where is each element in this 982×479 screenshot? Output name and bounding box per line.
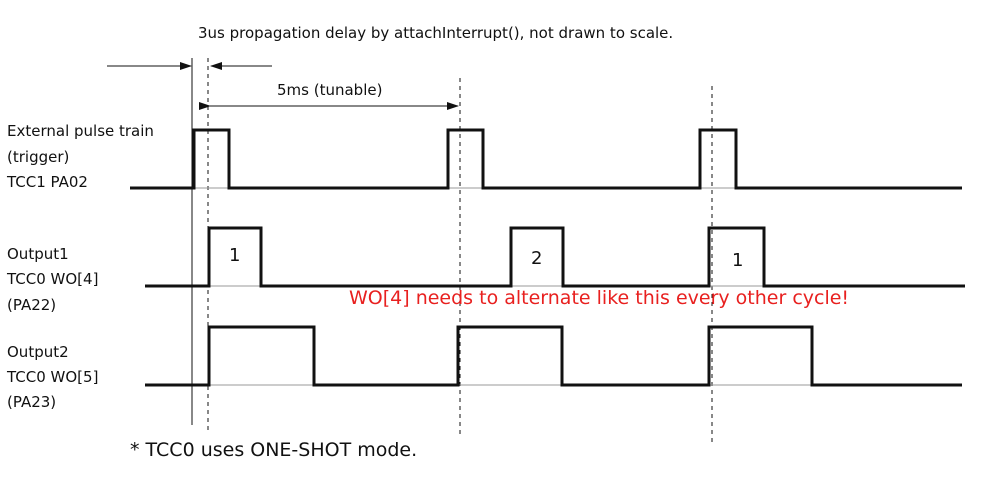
output2-label-line-1: Output2 bbox=[7, 343, 69, 361]
output2-label-line-2: TCC0 WO[5] bbox=[7, 368, 99, 386]
trigger-label-line-3: TCC1 PA02 bbox=[7, 173, 88, 191]
one-shot-footnote: * TCC0 uses ONE-SHOT mode. bbox=[130, 439, 418, 461]
interval-label: 5ms (tunable) bbox=[277, 81, 383, 99]
output1-waveform bbox=[145, 226, 965, 288]
output2-waveform bbox=[145, 325, 962, 387]
output2-label-line-3: (PA23) bbox=[7, 393, 57, 411]
output1-pulse-number: 2 bbox=[531, 248, 543, 269]
propagation-delay-note: 3us propagation delay by attachInterrupt… bbox=[198, 24, 674, 42]
output1-pulse-number: 1 bbox=[229, 245, 241, 266]
trigger-label-line-1: External pulse train bbox=[7, 122, 154, 140]
output1-label-line-1: Output1 bbox=[7, 245, 69, 263]
alternation-warning: WO[4] needs to alternate like this every… bbox=[349, 287, 850, 309]
output1-label-line-2: TCC0 WO[4] bbox=[7, 270, 99, 288]
trigger-label-line-2: (trigger) bbox=[7, 148, 70, 166]
output1-label-line-3: (PA22) bbox=[7, 296, 57, 314]
trigger-waveform bbox=[130, 128, 962, 190]
output1-pulse-number: 1 bbox=[732, 250, 744, 271]
